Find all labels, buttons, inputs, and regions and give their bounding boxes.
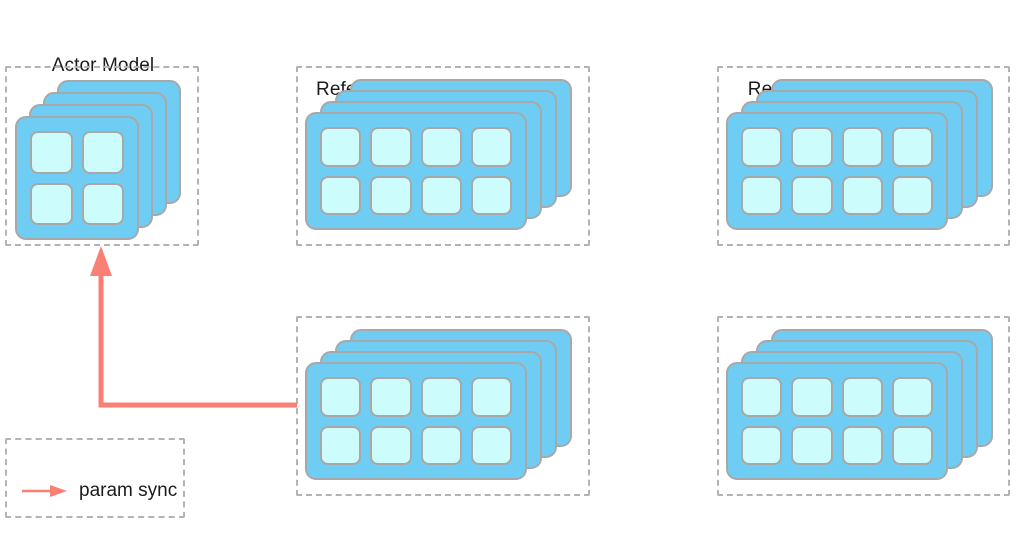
- gpu-chip: [320, 377, 362, 417]
- gpu-chip: [791, 127, 833, 167]
- gpu-chip: [791, 425, 833, 465]
- group-box-actor-deepspeed: [296, 316, 590, 496]
- gpu-card-layer-1: [305, 362, 527, 480]
- gpu-chip: [470, 425, 512, 465]
- gpu-card-layer-1: [15, 116, 139, 240]
- gpu-chip: [320, 175, 362, 215]
- gpu-chip: [370, 175, 412, 215]
- gpu-chip: [891, 175, 933, 215]
- legend-label-param-sync: param sync: [79, 480, 178, 501]
- gpu-chip: [470, 377, 512, 417]
- gpu-chip: [320, 425, 362, 465]
- gpu-stack-reference: [296, 66, 590, 246]
- gpu-chip: [30, 182, 73, 225]
- gpu-chip: [891, 127, 933, 167]
- legend-row-param-sync: param sync: [21, 480, 177, 502]
- gpu-chip: [370, 127, 412, 167]
- gpu-chip: [741, 425, 783, 465]
- param-sync-arrow-head: [90, 246, 112, 276]
- gpu-chip: [370, 425, 412, 465]
- legend-box: param sync: [5, 438, 185, 518]
- gpu-chip: [30, 131, 73, 174]
- gpu-stack-actor-vllm: [5, 66, 199, 246]
- gpu-chip: [841, 175, 883, 215]
- gpu-chip: [791, 377, 833, 417]
- gpu-chip: [741, 127, 783, 167]
- gpu-chip: [741, 175, 783, 215]
- group-label-critic: Critic Model (deepspeed): [717, 504, 1010, 546]
- gpu-chip: [841, 377, 883, 417]
- gpu-card-layer-1: [726, 112, 948, 230]
- gpu-chip: [320, 127, 362, 167]
- param-sync-arrow-line: [98, 268, 297, 408]
- group-box-reference: [296, 66, 590, 246]
- gpu-chip: [420, 377, 462, 417]
- group-box-critic: [717, 316, 1010, 496]
- gpu-chip: [841, 127, 883, 167]
- gpu-chip: [470, 127, 512, 167]
- gpu-chip: [81, 131, 124, 174]
- gpu-chip: [891, 425, 933, 465]
- gpu-chip: [370, 377, 412, 417]
- gpu-chip: [81, 182, 124, 225]
- gpu-stack-actor-deepspeed: [296, 316, 590, 496]
- gpu-stack-reward: [717, 66, 1010, 246]
- gpu-chip: [420, 175, 462, 215]
- group-label-actor-deepspeed: Actor Model (deepspeed): [296, 504, 590, 546]
- group-box-reward: [717, 66, 1010, 246]
- group-label-actor-vllm-line1: Actor Model: [51, 55, 155, 76]
- gpu-chip: [420, 127, 462, 167]
- param-sync-legend-arrow-icon: [22, 485, 67, 497]
- gpu-chip: [791, 175, 833, 215]
- gpu-stack-critic: [717, 316, 1010, 496]
- group-box-actor-vllm: [5, 66, 199, 246]
- gpu-chip: [891, 377, 933, 417]
- gpu-card-layer-1: [305, 112, 527, 230]
- gpu-chip: [420, 425, 462, 465]
- gpu-chip: [470, 175, 512, 215]
- gpu-chip: [841, 425, 883, 465]
- gpu-chip: [741, 377, 783, 417]
- gpu-card-layer-1: [726, 362, 948, 480]
